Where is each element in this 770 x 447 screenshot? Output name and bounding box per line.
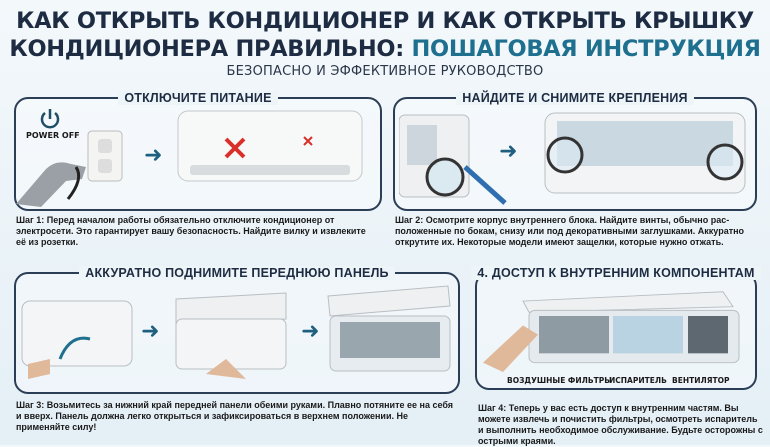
ac-magnifier-illustration [544, 112, 746, 194]
step4-heading: 4. ДОСТУП К ВНУТРЕННИМ КОМПОНЕНТАМ [471, 266, 761, 280]
panel-open-illustration [327, 285, 451, 372]
power-off-label: POWER OFF [26, 131, 80, 140]
title-part: КОНДИЦИОНЕРА ПРАВИЛЬНО: [9, 36, 412, 62]
step3-caption: Шаг 3: Возьмитесь за нижний край передне… [16, 400, 454, 432]
arrow-right-icon: ➜ [141, 319, 160, 344]
arrow-right-icon: ➜ [144, 143, 163, 168]
page-title-line2: КОНДИЦИОНЕРА ПРАВИЛЬНО: ПОШАГОВАЯ ИНСТРУ… [0, 35, 770, 63]
step1-heading: ОТКЛЮЧИТЕ ПИТАНИЕ [118, 91, 278, 105]
ac-side-illustration [399, 114, 470, 198]
step3-heading: АККУРАТНО ПОДНИМИТЕ ПЕРЕДНЮЮ ПАНЕЛЬ [79, 266, 395, 280]
step4-caption: Шаг 4: Теперь у вас есть доступ к внутре… [478, 403, 763, 446]
step3-panel: АККУРАТНО ПОДНИМИТЕ ПЕРЕДНЮЮ ПАНЕЛЬ ➜ ➜ [14, 266, 460, 394]
arrow-right-icon: ➜ [301, 319, 320, 344]
step4-panel: 4. ДОСТУП К ВНУТРЕННИМ КОМПОНЕНТАМ ВОЗДУ… [471, 266, 761, 390]
screwdriver-illustration [463, 165, 507, 205]
ac-internals-illustration [483, 291, 740, 372]
panel-lift-illustration-1 [21, 300, 133, 379]
step2-caption: Шаг 2: Осмотрите корпус внутреннего блок… [395, 215, 745, 247]
ac-unit-illustration [177, 110, 363, 182]
title-highlight: ПОШАГОВАЯ ИНСТРУКЦИЯ [411, 36, 761, 62]
label-air-filters: ВОЗДУШНЫЕ ФИЛЬТРЫ [507, 376, 612, 385]
subtitle: БЕЗОПАСНО И ЭФФЕКТИВНОЕ РУКОВОДСТВО [226, 64, 544, 79]
panel-lift-illustration-2 [175, 292, 287, 379]
power-icon [40, 109, 60, 129]
outlet-plug-illustration [16, 130, 123, 207]
label-evaporator: ИСПАРИТЕЛЬ [609, 376, 667, 385]
step1-panel: ОТКЛЮЧИТЕ ПИТАНИЕ POWER OFF ➜ [14, 91, 382, 211]
page-title-line1: КАК ОТКРЫТЬ КОНДИЦИОНЕР И КАК ОТКРЫТЬ КР… [16, 8, 754, 34]
arrow-right-icon: ➜ [499, 139, 518, 164]
step2-heading: НАЙДИТЕ И СНИМИТЕ КРЕПЛЕНИЯ [456, 91, 694, 105]
label-fan: ВЕНТИЛЯТОР [672, 376, 730, 385]
step1-caption: Шаг 1: Перед началом работы обязательно … [16, 215, 366, 247]
step2-panel: НАЙДИТЕ И СНИМИТЕ КРЕПЛЕНИЯ ➜ [393, 91, 757, 211]
